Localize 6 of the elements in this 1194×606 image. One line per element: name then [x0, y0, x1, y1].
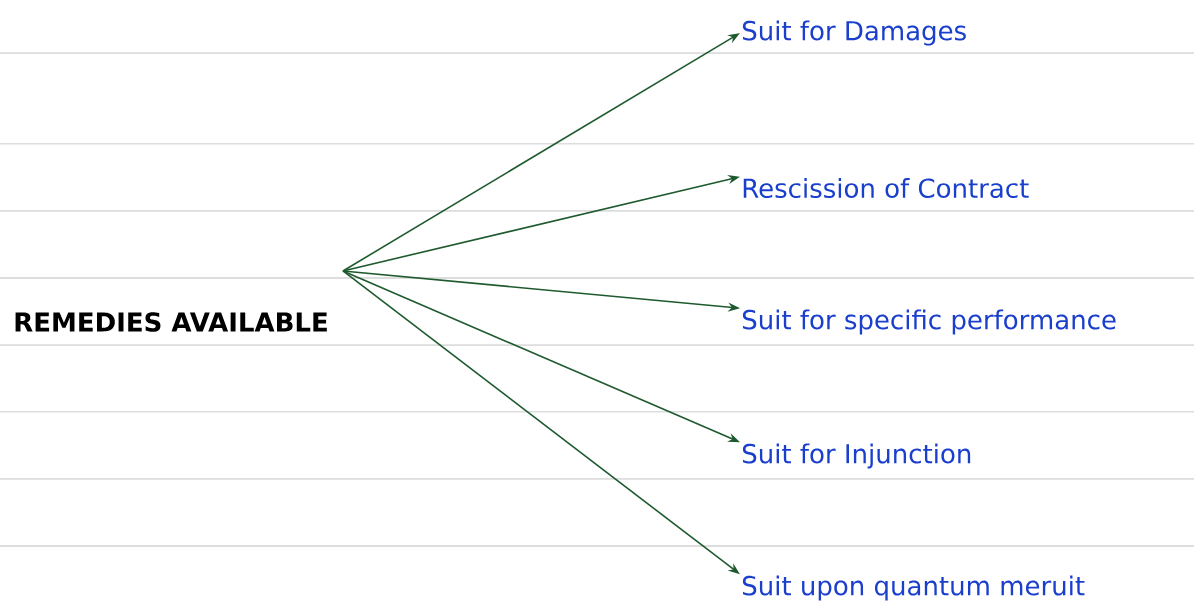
branch-label: Rescission of Contract: [743, 177, 1029, 199]
branch-label: Suit upon quantum meruit: [742, 575, 1085, 601]
branch-label: Suit for specific performance: [742, 309, 1116, 335]
branch-label: Suit for Injunction: [742, 443, 971, 469]
root-label: REMEDIES AVAILABLE: [15, 312, 327, 332]
branch-label: Suit for Damages: [742, 20, 966, 46]
